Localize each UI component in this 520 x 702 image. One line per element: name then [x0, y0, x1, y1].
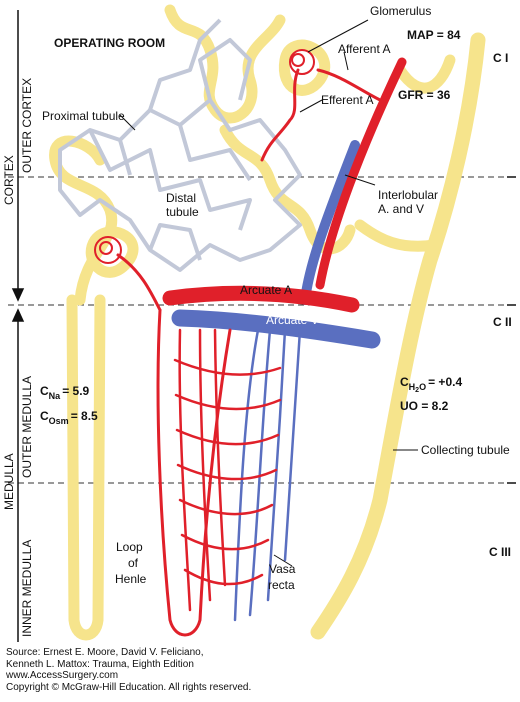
- interlobular-label-2: A. and V: [378, 202, 424, 216]
- glomeruli: [94, 49, 315, 264]
- kidney-nephron-diagram: OPERATING ROOM MAP = 84 GFR = 36 C I C I…: [2, 4, 516, 642]
- cortex-label: CORTEX: [2, 155, 16, 205]
- leader-lines: [119, 19, 418, 567]
- distal-tubule-label-1: Distal: [166, 191, 196, 205]
- afferent-arteriole: [316, 68, 382, 102]
- glomerulus-capsule-left: [85, 226, 139, 278]
- vasa-label-1: Vasa: [269, 562, 296, 576]
- credit-line-1: Source: Ernest E. Moore, David V. Felici…: [6, 647, 204, 658]
- loop-left-limb: [66, 294, 106, 641]
- collecting-branch: [354, 219, 441, 252]
- left-axis-arrows: [11, 10, 25, 642]
- loop-label-1: Loop: [116, 540, 143, 554]
- cortex-loop: [394, 54, 456, 94]
- credit-line-4: Copyright © McGraw-Hill Education. All r…: [6, 681, 252, 693]
- vasa-recta-rungs: [173, 358, 282, 586]
- glomerulus-left: [94, 236, 122, 264]
- arcuate-a-label: Arcuate A: [240, 283, 292, 297]
- arcuate-artery-path: [162, 285, 360, 313]
- uo-readout: UO = 8.2: [400, 399, 449, 413]
- source-credit: Source: Ernest E. Moore, David V. Felici…: [6, 647, 251, 693]
- map-readout: MAP = 84: [407, 28, 461, 42]
- gfr-readout: GFR = 36: [398, 88, 451, 102]
- veins: [171, 140, 381, 622]
- vasa-recta-arterial: [178, 328, 227, 612]
- efferent-label: Efferent A: [321, 93, 373, 107]
- inner-medulla-label: INNER MEDULLA: [20, 540, 34, 637]
- collecting-tubule-path: [310, 32, 486, 640]
- efferent-arteriole: [260, 68, 300, 162]
- capillary-network: [58, 18, 302, 272]
- medulla-label: MEDULLA: [2, 453, 16, 510]
- zone-c3: C III: [489, 545, 511, 559]
- interlobular-label-1: Interlobular: [378, 188, 438, 202]
- vasa-label-2: recta: [268, 578, 295, 592]
- left-glomerulus-vessel: [116, 253, 162, 312]
- loop-label-2: of: [128, 556, 139, 570]
- c-na-readout: CNa= 5.9: [40, 384, 90, 401]
- right-ticks: [507, 176, 516, 484]
- arteries: [116, 57, 407, 637]
- glomerulus-capsule-top: [278, 39, 331, 96]
- loop-label-3: Henle: [115, 572, 147, 586]
- c-osm-readout: COsm= 8.5: [40, 409, 98, 426]
- c-h2o-readout: CH2O= +0.4: [400, 375, 462, 394]
- afferent-label: Afferent A: [338, 42, 390, 56]
- proximal-tubule-label: Proximal tubule: [42, 109, 125, 123]
- credit-line-2: Kenneth L. Mattox: Trauma, Eighth Editio…: [6, 658, 194, 670]
- distal-tubule-label-2: tubule: [166, 205, 199, 219]
- arcuate-v-label: Arcuate V: [266, 313, 319, 327]
- zone-c1: C I: [493, 51, 508, 65]
- zone-c2: C II: [493, 315, 512, 329]
- outer-medulla-label: OUTER MEDULLA: [20, 376, 34, 478]
- glomerulus-top: [289, 49, 315, 75]
- collecting-tubule-label: Collecting tubule: [421, 443, 510, 457]
- outer-cortex-label: OUTER CORTEX: [20, 78, 34, 173]
- credit-line-3: www.AccessSurgery.com: [6, 670, 119, 681]
- vasa-recta-venous: [233, 328, 302, 622]
- top-tubule-loops: [164, 4, 286, 124]
- loop-of-henle-artery: [156, 308, 232, 637]
- glomerulus-label: Glomerulus: [370, 4, 431, 18]
- interlobular-vein-path: [300, 140, 360, 305]
- interlobular-artery-path: [315, 57, 407, 290]
- arcuate-vein-path: [171, 309, 381, 349]
- title: OPERATING ROOM: [54, 36, 165, 50]
